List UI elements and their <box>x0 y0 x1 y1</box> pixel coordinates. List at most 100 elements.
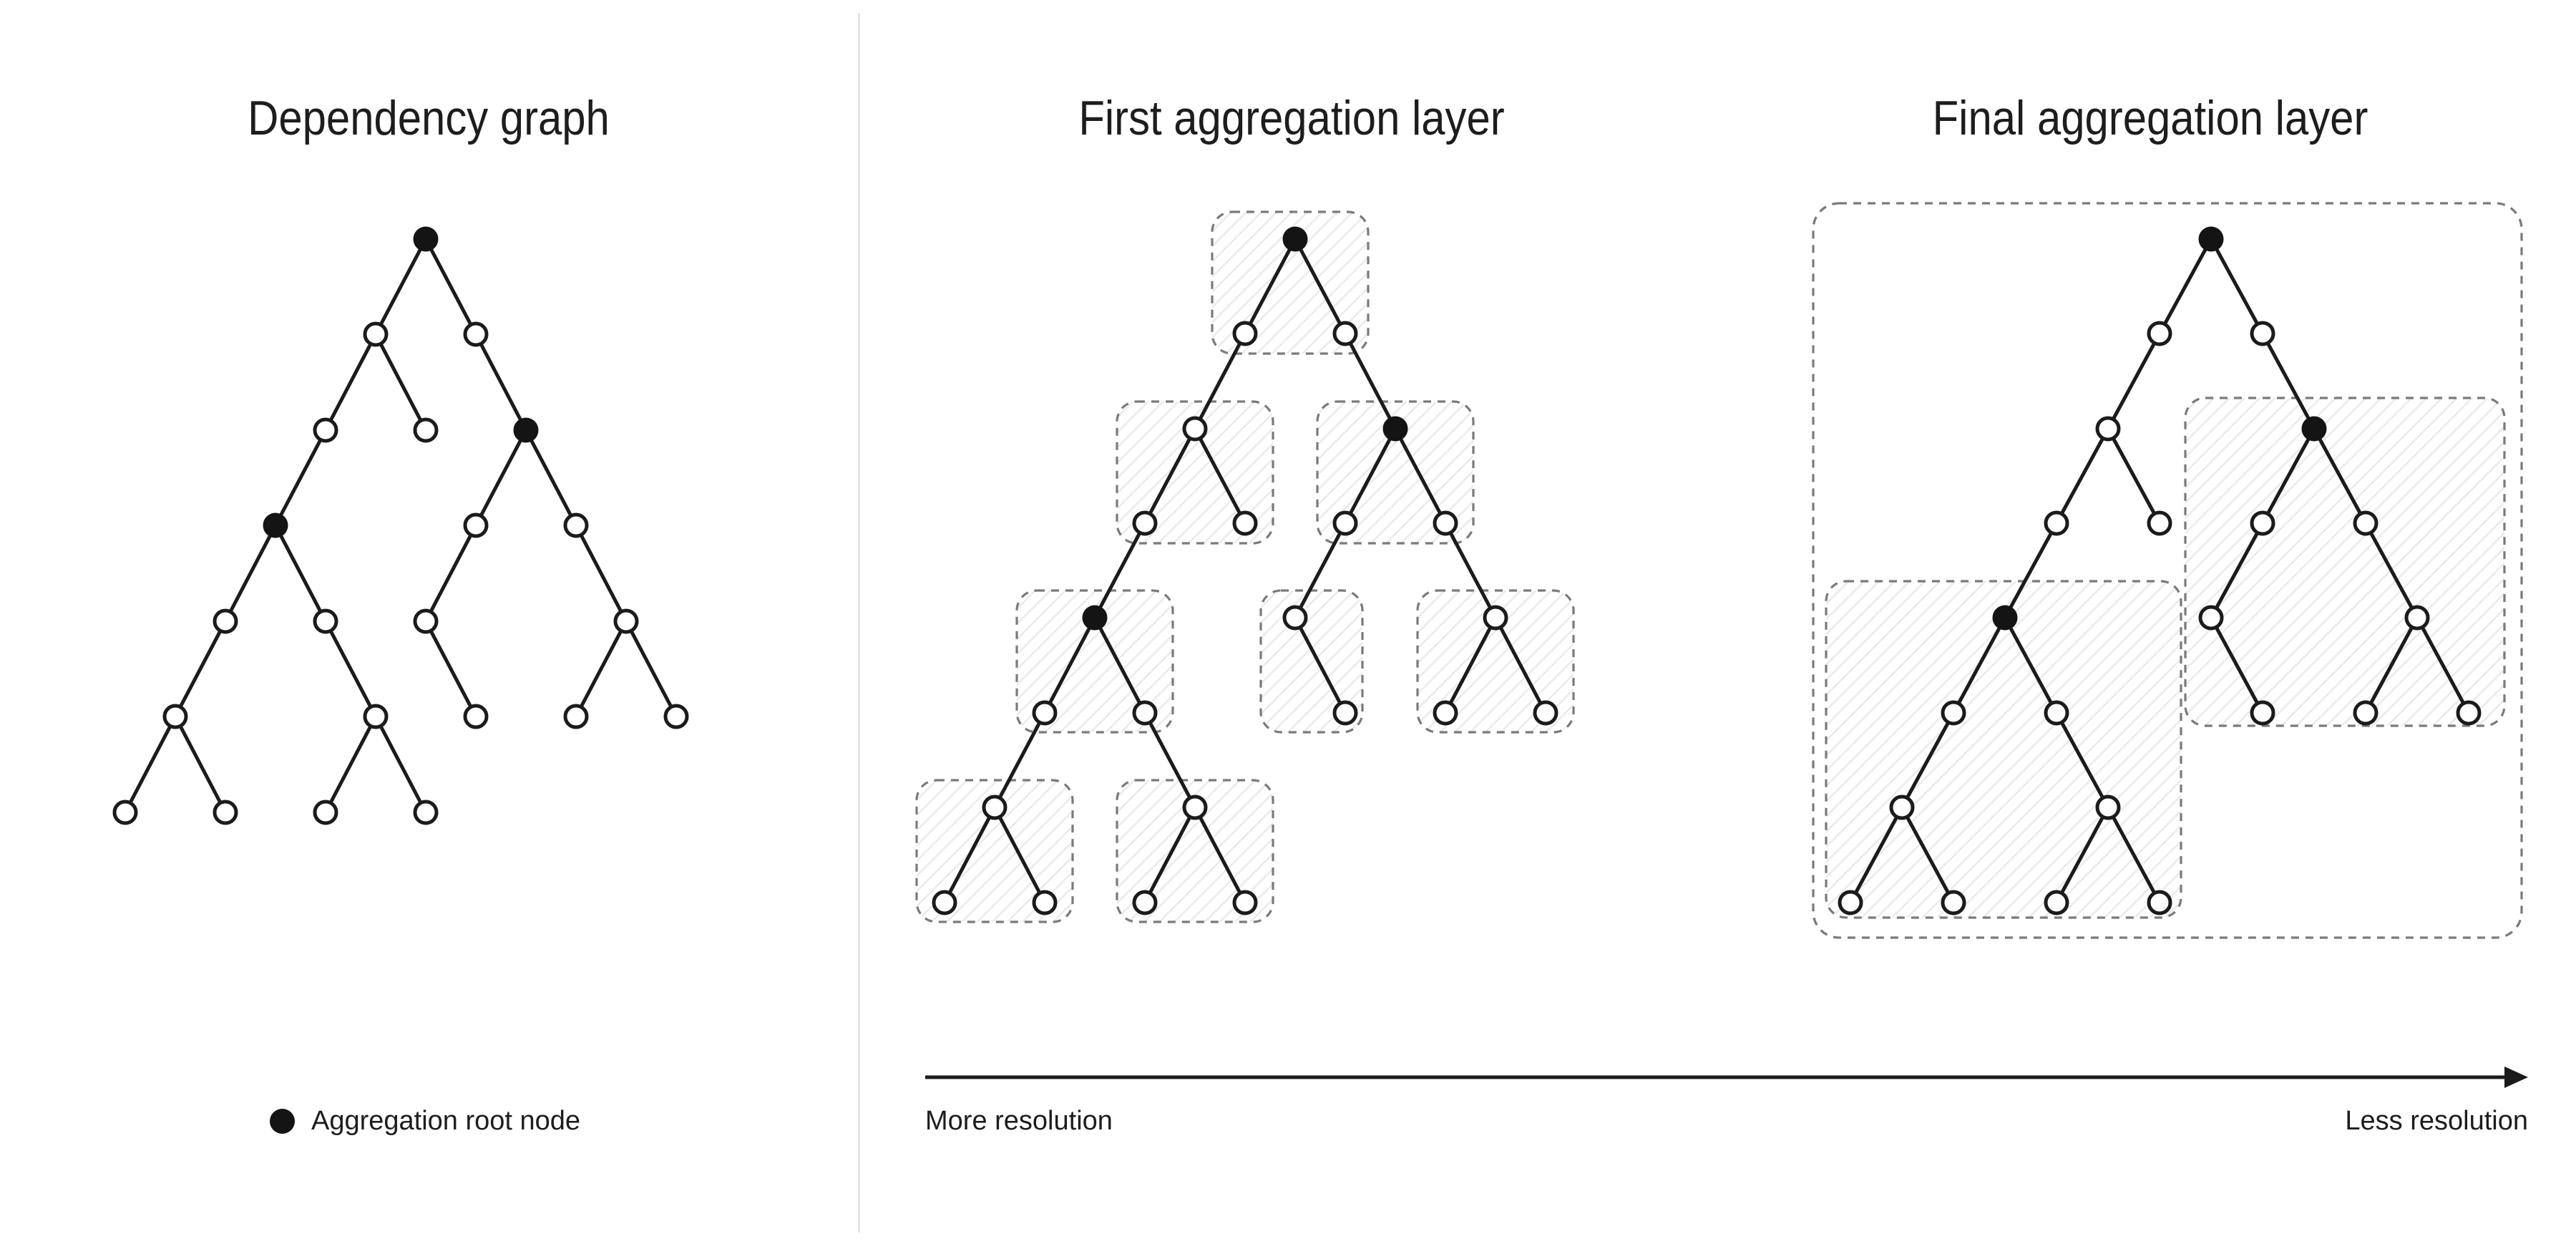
axis-label-more-resolution: More resolution <box>925 1106 1113 1136</box>
tree-node <box>1332 700 1358 726</box>
tree-node <box>932 890 957 915</box>
tree-node <box>613 608 639 634</box>
tree-node <box>363 321 389 347</box>
legend: Aggregation root node <box>270 1105 580 1137</box>
dependency-edge <box>2260 427 2316 525</box>
tree-node <box>2353 700 2379 726</box>
aggregation-group-box <box>1825 580 2182 919</box>
tree-node <box>563 512 589 538</box>
dependency-edge <box>1900 711 1956 809</box>
aggregation-group-box <box>1116 400 1274 545</box>
dependency-edge <box>574 620 628 718</box>
dependency-edge <box>2003 616 2059 714</box>
dependency-edge <box>1900 806 1956 904</box>
dependency-edge <box>2054 427 2110 525</box>
dependency-edge <box>624 620 678 718</box>
aggregation-group-box <box>1116 779 1274 923</box>
dependency-edge <box>2260 332 2316 430</box>
dependency-edge <box>1193 332 1247 430</box>
tree-node <box>2147 890 2172 915</box>
dependency-edge <box>2209 616 2265 714</box>
tree-node <box>1941 890 1966 915</box>
aggregation-group-box <box>1211 210 1370 355</box>
tree-node <box>1332 510 1358 536</box>
tree-node <box>1433 700 1458 726</box>
tree-node <box>1533 700 1558 726</box>
dependency-edge <box>1293 616 1347 714</box>
diagram-root-group <box>112 202 2528 1088</box>
dependency-edge <box>1143 711 1197 809</box>
dependency-edge <box>2106 427 2162 525</box>
dependency-edge <box>1243 238 1297 335</box>
dependency-edge <box>2363 616 2419 714</box>
dependency-edge <box>1343 332 1397 430</box>
dependency-edge <box>2363 522 2419 619</box>
aggregation-group-box <box>1015 589 1174 734</box>
tree-node <box>2095 794 2121 820</box>
dependency-edge <box>2003 522 2059 619</box>
dependency-edge <box>323 333 378 432</box>
dependency-edge <box>1193 806 1247 904</box>
aggregation-root-node <box>2198 226 2224 252</box>
axis-label-less-resolution: Less resolution <box>2345 1106 2528 1136</box>
tree-node <box>2456 700 2482 726</box>
tree-node <box>1889 794 1915 820</box>
dependency-edge <box>992 806 1047 904</box>
tree-node <box>2044 700 2069 726</box>
tree-node <box>1032 700 1058 726</box>
dependency-edge <box>173 715 228 814</box>
tree-node <box>2404 605 2430 631</box>
dependency-edge <box>1193 427 1247 525</box>
dependency-edge <box>942 806 997 904</box>
dependency-edge <box>374 333 428 432</box>
aggregation-root-node <box>2301 416 2327 442</box>
tree-node <box>413 417 439 443</box>
dependency-edge <box>2157 238 2213 335</box>
panel-title-first-aggregation-layer: First aggregation layer <box>1050 94 1534 142</box>
dependency-edge <box>1443 522 1498 619</box>
tree-node <box>563 704 589 729</box>
dependency-edge <box>2312 427 2368 525</box>
dependency-edge <box>2209 522 2265 619</box>
tree-node <box>463 704 489 729</box>
dependency-edge <box>273 429 328 527</box>
aggregation-root-node <box>1992 605 2018 631</box>
tree-node <box>1232 321 1258 346</box>
aggregation-root-node <box>1082 605 1108 631</box>
dependency-edge <box>1093 522 1147 619</box>
dependency-edge <box>2054 806 2110 904</box>
tree-node <box>463 512 489 538</box>
tree-node <box>1232 510 1258 536</box>
tree-node <box>413 608 439 634</box>
panel-divider <box>858 13 860 1233</box>
aggregation-root-node <box>413 226 439 252</box>
dependency-edge <box>223 524 278 623</box>
tree-node <box>1132 700 1158 726</box>
tree-node <box>213 608 238 634</box>
tree-node <box>313 608 338 634</box>
tree-node <box>663 704 689 729</box>
dependency-edge <box>1293 522 1347 619</box>
tree-node <box>1232 890 1258 915</box>
tree-node <box>2250 510 2275 536</box>
dependency-edge <box>1293 238 1347 335</box>
dependency-edge <box>323 620 378 718</box>
tree-node <box>463 321 489 347</box>
panel-title-text: First aggregation layer <box>1078 91 1505 145</box>
aggregation-root-node <box>513 417 539 443</box>
tree-node <box>2147 510 2172 536</box>
tree-node <box>112 800 138 825</box>
dependency-edge <box>2415 616 2471 714</box>
tree-node <box>2250 700 2275 726</box>
dependency-edge <box>1343 427 1397 525</box>
dependency-edge <box>123 715 177 814</box>
dependency-edge <box>1143 806 1197 904</box>
dependency-edge <box>474 333 528 432</box>
dependency-edge <box>2209 238 2265 335</box>
tree-node <box>2353 510 2379 536</box>
panel-title-dependency-graph: Dependency graph <box>223 94 635 142</box>
tree-node <box>313 800 338 825</box>
tree-node <box>413 800 439 825</box>
aggregation-root-node <box>263 512 288 538</box>
